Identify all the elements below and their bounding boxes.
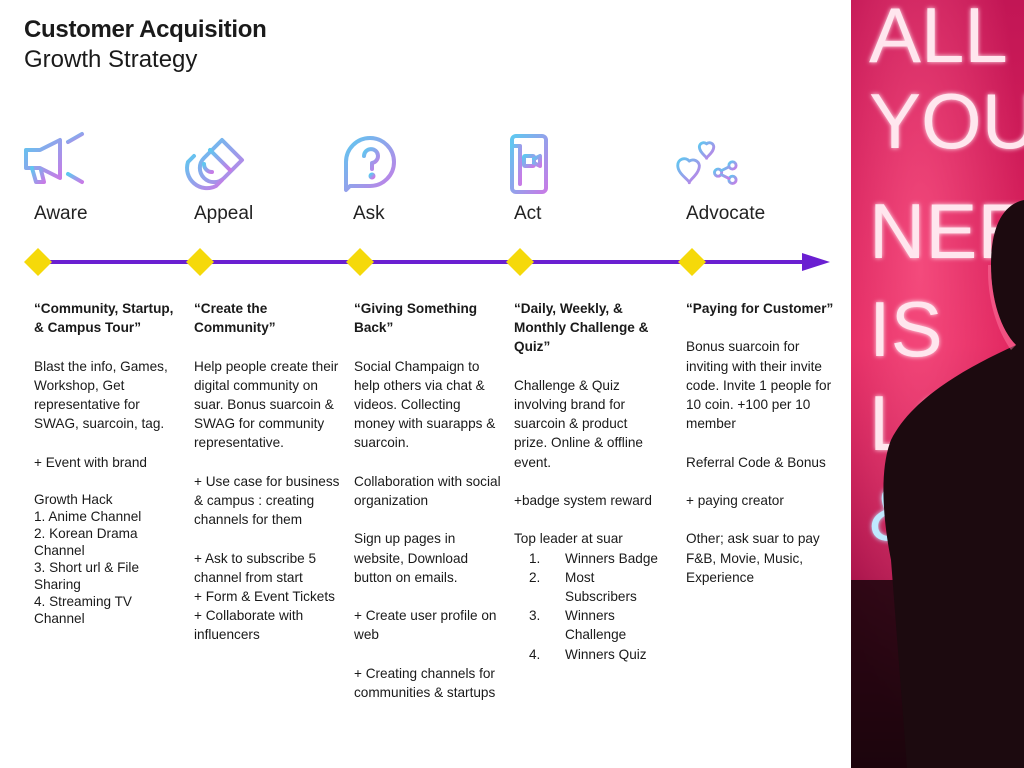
list-item: 3. Winners Challenge (514, 606, 662, 644)
timeline-arrowhead (802, 253, 830, 271)
phone-video-icon (494, 128, 566, 200)
growth-hack-line: 1. Anime Channel (34, 508, 182, 525)
column-heading: “Giving Something Back” (354, 299, 502, 337)
leader-list: 1. Winners Badge 2. Most Subscribers 3. Win… (514, 549, 662, 664)
column-heading: “Community, Startup, & Campus Tour” (34, 299, 182, 337)
page-title: Customer Acquisition (24, 16, 266, 44)
column-advocate: “Paying for Customer” Bonus suarcoin for… (686, 299, 834, 606)
column-paragraph: Social Champaign to help others via chat… (354, 357, 502, 453)
list-number: 1. (529, 549, 540, 568)
milestone-diamond (346, 248, 374, 276)
list-text: Most Subscribers (565, 570, 637, 604)
column-paragraph: + Event with brand (34, 453, 182, 472)
neon-letters: YOU (869, 77, 1024, 165)
magnet-icon (184, 128, 256, 200)
neon-sign-photo: ALL YOU NEE IS LO & (851, 0, 1024, 768)
growth-hack-line: 3. Short url & File Sharing (34, 559, 182, 593)
growth-hack-line: 4. Streaming TV Channel (34, 593, 182, 627)
list-text: Winners Challenge (565, 608, 626, 642)
column-paragraph: Bonus suarcoin for inviting with their i… (686, 337, 834, 433)
growth-hack-line: Growth Hack (34, 491, 182, 508)
list-item: 1. Winners Badge (514, 549, 662, 568)
column-paragraph: Help people create their digital communi… (194, 357, 342, 453)
column-act: “Daily, Weekly, & Monthly Challenge & Qu… (514, 299, 662, 664)
milestone-diamond (678, 248, 706, 276)
column-line: + Ask to subscribe 5 channel from start (194, 549, 342, 587)
column-heading: “Create the Community” (194, 299, 342, 337)
column-heading: “Paying for Customer” (686, 299, 834, 318)
column-paragraph: Sign up pages in website, Download butto… (354, 529, 502, 587)
milestone-diamond (186, 248, 214, 276)
growth-hack-line: 2. Korean Drama Channel (34, 525, 182, 559)
list-item: 4. Winners Quiz (514, 645, 662, 664)
column-aware: “Community, Startup, & Campus Tour” Blas… (34, 299, 182, 627)
stage-label-appeal: Appeal (194, 203, 253, 225)
stage-label-advocate: Advocate (686, 203, 765, 225)
page-subtitle: Growth Strategy (24, 46, 197, 74)
list-intro: Top leader at suar (514, 529, 662, 548)
stage-label-ask: Ask (353, 203, 385, 225)
column-paragraph: Referral Code & Bonus (686, 453, 834, 472)
column-appeal: “Create the Community” Help people creat… (194, 299, 342, 645)
list-number: 4. (529, 645, 540, 664)
list-text: Winners Quiz (565, 647, 647, 662)
column-heading: “Daily, Weekly, & Monthly Challenge & Qu… (514, 299, 662, 357)
column-paragraph: + Use case for business & campus : creat… (194, 472, 342, 530)
column-paragraph: Challenge & Quiz involving brand for sua… (514, 376, 662, 472)
column-paragraph: + paying creator (686, 491, 834, 510)
hearts-share-icon (672, 128, 744, 200)
column-paragraph: Blast the info, Games, Workshop, Get rep… (34, 357, 182, 434)
column-paragraph: Collaboration with social organization (354, 472, 502, 510)
list-number: 2. (529, 568, 540, 587)
milestone-diamond (24, 248, 52, 276)
neon-letters: IS (869, 285, 943, 373)
column-paragraph: +badge system reward (514, 491, 662, 510)
list-text: Winners Badge (565, 551, 658, 566)
column-paragraph: + Creating channels for communities & st… (354, 664, 502, 702)
column-ask: “Giving Something Back” Social Champaign… (354, 299, 502, 721)
stage-label-aware: Aware (34, 203, 88, 225)
neon-letters: ALL (869, 0, 1008, 79)
timeline (0, 245, 850, 277)
list-number: 3. (529, 606, 540, 625)
column-paragraph: Other; ask suar to pay F&B, Movie, Music… (686, 529, 834, 587)
list-item: 2. Most Subscribers (514, 568, 662, 606)
column-line: + Collaborate with influencers (194, 606, 342, 644)
column-line: + Form & Event Tickets (194, 587, 342, 606)
stage-label-act: Act (514, 203, 541, 225)
question-bubble-icon (336, 128, 408, 200)
column-paragraph: + Create user profile on web (354, 606, 502, 644)
milestone-diamond (506, 248, 534, 276)
megaphone-icon (20, 128, 92, 200)
growth-hack-list: Growth Hack 1. Anime Channel 2. Korean D… (34, 491, 182, 627)
